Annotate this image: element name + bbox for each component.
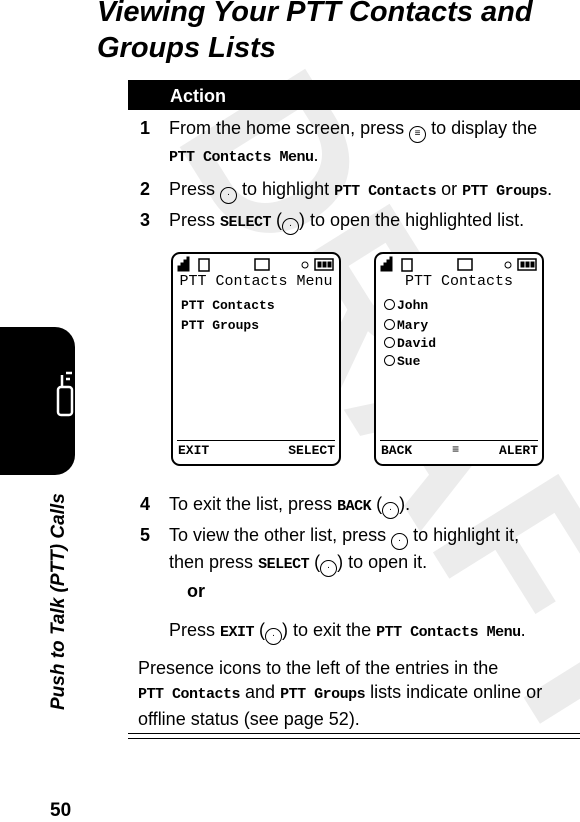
ptt-contacts-label: PTT Contacts	[138, 686, 241, 703]
step-text: ).	[399, 494, 411, 514]
phone-screen-ptt-contacts-menu: PTT Contacts Menu PTT Contacts PTT Group…	[171, 252, 341, 466]
ptt-contacts-menu-label: PTT Contacts Menu	[169, 149, 314, 166]
contact-name: David	[397, 336, 437, 351]
soft-key-divider	[380, 440, 538, 441]
step-text: to display the	[426, 118, 538, 138]
navigation-key-icon: ·	[391, 533, 409, 550]
step-number: 1	[140, 118, 151, 138]
exit-instruction: Press EXIT (·) to exit the PTT Contacts …	[169, 618, 526, 645]
section-tab	[0, 327, 104, 475]
select-key-label: SELECT	[258, 556, 310, 573]
walkie-talkie-icon	[56, 371, 104, 417]
status-bar-icons	[380, 256, 537, 272]
select-key-label: SELECT	[220, 214, 272, 231]
contact-john[interactable]: John	[384, 298, 428, 313]
step-text: ) to open the highlighted list.	[299, 210, 525, 230]
step-text: .	[313, 145, 319, 165]
alert-soft-key[interactable]: ALERT	[498, 443, 538, 458]
contact-sue[interactable]: Sue	[384, 354, 420, 369]
step-text: to highlight	[237, 179, 335, 199]
menu-item-ptt-groups[interactable]: PTT Groups	[181, 318, 260, 333]
presence-icon	[384, 355, 395, 366]
or-label: or	[187, 581, 205, 601]
back-key-label: BACK	[337, 498, 372, 515]
back-soft-key[interactable]: BACK	[381, 443, 413, 458]
step-text: Press	[169, 210, 221, 230]
menu-icon[interactable]: ≡	[452, 443, 460, 457]
exit-key-label: EXIT	[220, 624, 255, 641]
status-bar-icons	[177, 256, 334, 272]
ptt-contacts-menu-label: PTT Contacts Menu	[376, 624, 521, 641]
soft-key-divider	[177, 440, 335, 441]
contact-mary[interactable]: Mary	[384, 318, 428, 333]
contact-name: Sue	[397, 354, 421, 369]
step-text: To view the other list, press	[169, 525, 392, 545]
page-title: Viewing Your PTT Contacts and Groups Lis…	[97, 0, 533, 64]
navigation-key-icon: ·	[220, 187, 238, 204]
step-text: ) to exit the	[282, 620, 377, 640]
presence-icon	[384, 299, 395, 310]
menu-item-ptt-contacts[interactable]: PTT Contacts	[181, 298, 275, 313]
note-text: offline status (see page 52).	[138, 709, 360, 729]
contact-david[interactable]: David	[384, 336, 436, 351]
right-soft-key-icon: ·	[320, 560, 338, 577]
step-number: 5	[140, 525, 151, 545]
note-text: and	[240, 682, 281, 702]
left-soft-key-icon: ·	[382, 502, 400, 519]
step-text: to highlight it,	[408, 525, 520, 545]
ptt-groups-label: PTT Groups	[462, 183, 548, 200]
step-text: .	[520, 620, 526, 640]
step-text: (	[254, 620, 266, 640]
step-text: (	[309, 552, 321, 572]
screen-title: PTT Contacts Menu	[179, 273, 333, 290]
step-text: To exit the list, press	[169, 494, 338, 514]
phone-screen-ptt-contacts: PTT Contacts John Mary David Sue BACK ≡ …	[374, 252, 544, 466]
ptt-groups-label: PTT Groups	[280, 686, 366, 703]
step-text: Press	[169, 179, 221, 199]
step-number: 4	[140, 494, 151, 514]
menu-key-icon: ≡	[409, 126, 427, 143]
table-bottom-rule	[128, 733, 580, 734]
step-text: From the home screen, press	[169, 118, 410, 138]
contact-name: Mary	[397, 318, 429, 333]
presence-note: Presence icons to the left of the entrie…	[138, 656, 563, 731]
page-number: 50	[50, 800, 72, 821]
presence-icon	[384, 319, 395, 330]
step-text: or	[436, 179, 463, 199]
ptt-contacts-label: PTT Contacts	[334, 183, 437, 200]
action-header: Action	[128, 80, 580, 110]
step-text: .	[547, 179, 553, 199]
select-soft-key[interactable]: SELECT	[288, 443, 335, 458]
right-soft-key-icon: ·	[282, 218, 300, 235]
step-number: 3	[140, 210, 151, 230]
step-number: 2	[140, 179, 151, 199]
step-text: then press	[169, 552, 259, 572]
left-soft-key-icon: ·	[265, 628, 283, 645]
note-text: Presence icons to the left of the entrie…	[138, 658, 499, 678]
contact-name: John	[397, 298, 429, 313]
table-bottom-rule	[128, 738, 580, 739]
step-text: (	[371, 494, 383, 514]
presence-icon	[384, 337, 395, 348]
screen-title: PTT Contacts	[404, 273, 514, 290]
step-text: ) to open it.	[337, 552, 428, 572]
step-text: Press	[169, 620, 221, 640]
step-text: (	[271, 210, 283, 230]
section-label: Push to Talk (PTT) Calls	[48, 493, 69, 710]
exit-soft-key[interactable]: EXIT	[178, 443, 210, 458]
note-text: lists indicate online or	[365, 682, 543, 702]
action-header-label: Action	[170, 86, 226, 106]
